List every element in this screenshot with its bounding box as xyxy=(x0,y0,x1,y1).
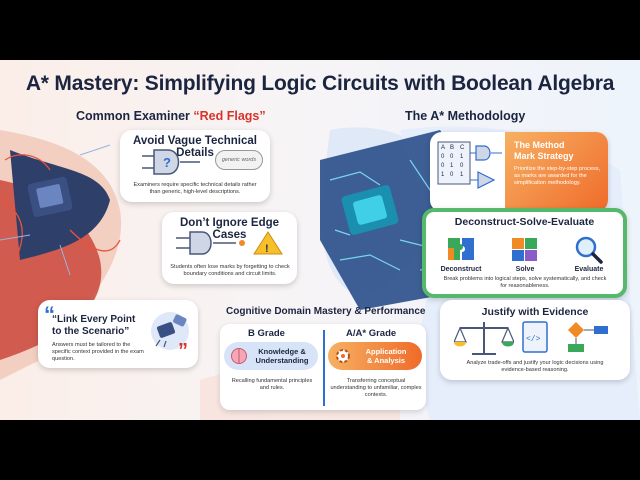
card-justify-evidence: Justify with Evidence </> Analyze trade-… xyxy=(440,300,630,380)
puzzle-solve-icon xyxy=(512,238,537,261)
gate-warning-icon: ! xyxy=(176,231,283,255)
method-accent xyxy=(505,132,608,212)
svg-text:0: 0 xyxy=(450,154,454,160)
chip-scenario-icon xyxy=(151,312,189,350)
cognitive-heading: Cognitive Domain Mastery & Performance xyxy=(226,306,426,317)
card-title: Don’t Ignore Edge Cases xyxy=(179,217,280,241)
infographic: Common Examiner “Red Flags” The A* Metho… xyxy=(0,60,640,420)
svg-text:1: 1 xyxy=(460,172,464,178)
svg-text:0: 0 xyxy=(450,172,454,178)
left-heading: Common Examiner “Red Flags” xyxy=(76,109,266,123)
card-title: Avoid Vague Technical Details xyxy=(133,135,257,159)
svg-text:1: 1 xyxy=(460,154,464,160)
card-vague-details: Avoid Vague Technical Details ? generic … xyxy=(120,130,270,202)
svg-text:?: ? xyxy=(163,155,171,170)
dse-text: Break problems into logical steps, solve… xyxy=(443,276,607,289)
and-gate-question-icon: ? xyxy=(142,149,200,175)
a-grade-text: Transferring conceptual understanding to… xyxy=(330,378,422,398)
method-text: Prioritize the step-by-step process, as … xyxy=(514,166,601,186)
dse-label-evaluate: Evaluate xyxy=(574,266,604,273)
svg-text:1: 1 xyxy=(450,163,454,169)
dse-label-solve: Solve xyxy=(515,266,535,273)
code-doc-icon: </> xyxy=(522,321,548,353)
a-grade-label: A/A* Grade xyxy=(346,328,397,339)
card-edge-cases: Don’t Ignore Edge Cases ! Students often… xyxy=(162,212,297,284)
gear-icon xyxy=(336,349,350,363)
svg-text:1: 1 xyxy=(441,172,445,178)
svg-text:C: C xyxy=(460,145,465,151)
svg-text:0: 0 xyxy=(441,163,445,169)
b-grade-text: Recalling fundamental principles and rul… xyxy=(231,378,313,391)
badge-application: Application& Analysis xyxy=(328,342,422,370)
card-text: Answers must be tailored to the specific… xyxy=(52,342,144,362)
page-title: A* Mastery: Simplifying Logic Circuits w… xyxy=(25,72,615,95)
grade-divider xyxy=(323,330,325,406)
brain-icon xyxy=(231,348,247,364)
svg-text:B: B xyxy=(450,145,454,151)
svg-text:0: 0 xyxy=(441,154,445,160)
card-deconstruct-solve-evaluate: Deconstruct-Solve-Evaluate Deconstruct S… xyxy=(422,208,627,298)
card-title: Justify with Evidence xyxy=(481,306,589,318)
svg-text:</>: </> xyxy=(526,335,541,344)
truth-head-a: A xyxy=(441,145,445,151)
puzzle-icon xyxy=(448,238,474,260)
b-grade-label: B Grade xyxy=(248,328,285,339)
magnifier-icon xyxy=(575,236,603,264)
flowchart-icon xyxy=(568,322,608,352)
thought-bubble: generic words xyxy=(215,150,263,170)
card-title: Deconstruct-Solve-Evaluate xyxy=(454,216,595,228)
card-text: Students often lose marks by forgetting … xyxy=(170,264,290,277)
quote-open-icon: “ xyxy=(44,302,55,327)
card-text: Examiners require specific technical det… xyxy=(133,182,257,195)
badge-knowledge: Knowledge &Understanding xyxy=(224,342,318,370)
dse-label-deconstruct: Deconstruct xyxy=(440,266,482,273)
badge-text: Application& Analysis xyxy=(365,347,407,365)
justify-text: Analyze trade-offs and justify your logi… xyxy=(466,360,604,373)
badge-text: Knowledge &Understanding xyxy=(255,347,309,365)
right-heading: The A* Methodology xyxy=(405,109,526,123)
svg-text:0: 0 xyxy=(460,163,464,169)
quote-close-icon: ” xyxy=(178,340,188,362)
scales-icon xyxy=(454,322,514,355)
svg-text:!: ! xyxy=(265,243,269,255)
card-cognitive-domain: Cognitive Domain Mastery & Performance B… xyxy=(210,306,428,412)
